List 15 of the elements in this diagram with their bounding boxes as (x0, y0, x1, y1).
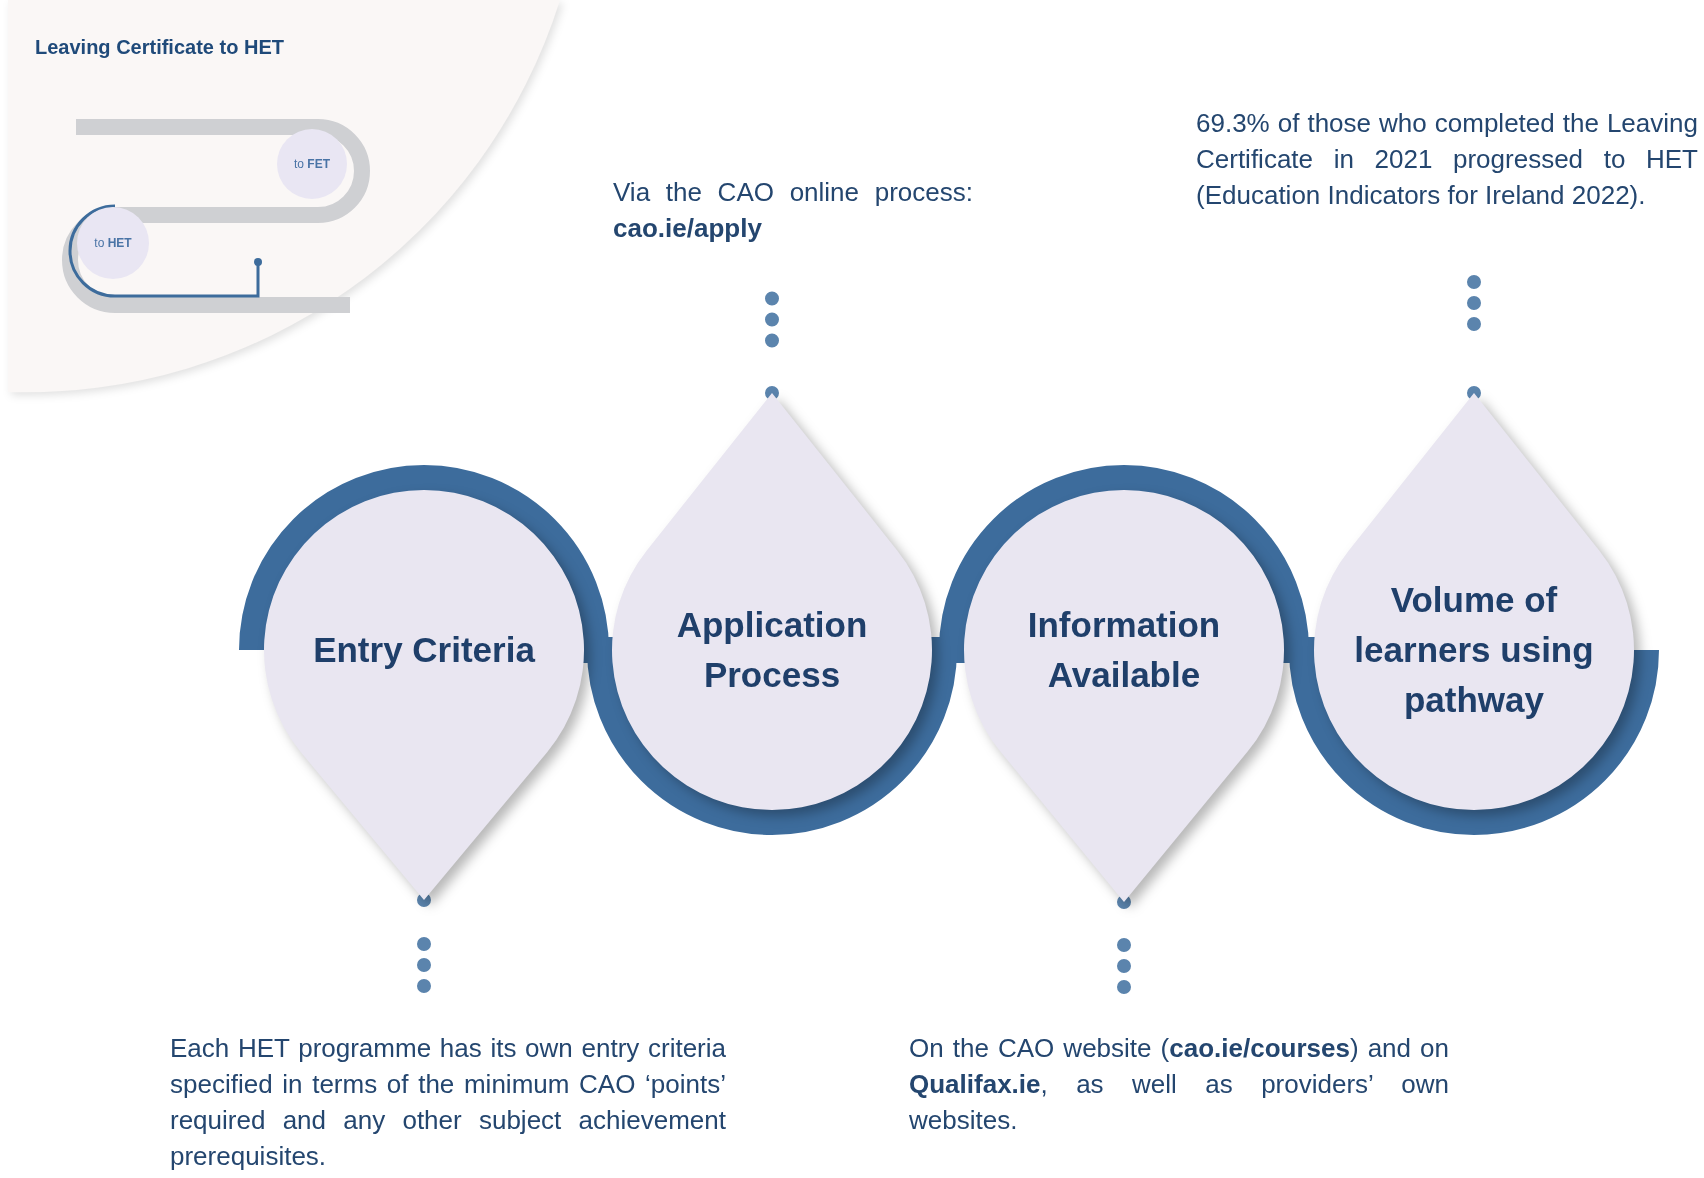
teardrop-node (264, 490, 584, 900)
description-text: On the CAO website (cao.ie/courses) and on Qualifax.ie, as well as providers’ own websites. (909, 1030, 1449, 1138)
node-title: Entry Criteria (312, 629, 537, 671)
teardrop-node (1314, 393, 1634, 810)
node-title: Information Available (1026, 604, 1222, 696)
description-text: Each HET programme has its own entry criteria specified in terms of the minimum CAO ‘points’ required and any other subject achievement prerequisites. (170, 1030, 726, 1174)
node-title: Volume of learners using pathway (1353, 579, 1595, 721)
circle-label: to FET (294, 157, 330, 171)
description-text: Via the CAO online process: cao.ie/apply (613, 174, 973, 246)
circle-label: to HET (94, 236, 132, 250)
teardrop-node (964, 490, 1284, 902)
node-title: Application Process (675, 604, 869, 696)
teardrop-node (612, 393, 932, 810)
inset-title: Leaving Certificate to HET (35, 36, 284, 59)
description-text: 69.3% of those who completed the Leaving Certificate in 2021 progressed to HET (Education Indicators for Ireland 2022). (1196, 105, 1698, 213)
